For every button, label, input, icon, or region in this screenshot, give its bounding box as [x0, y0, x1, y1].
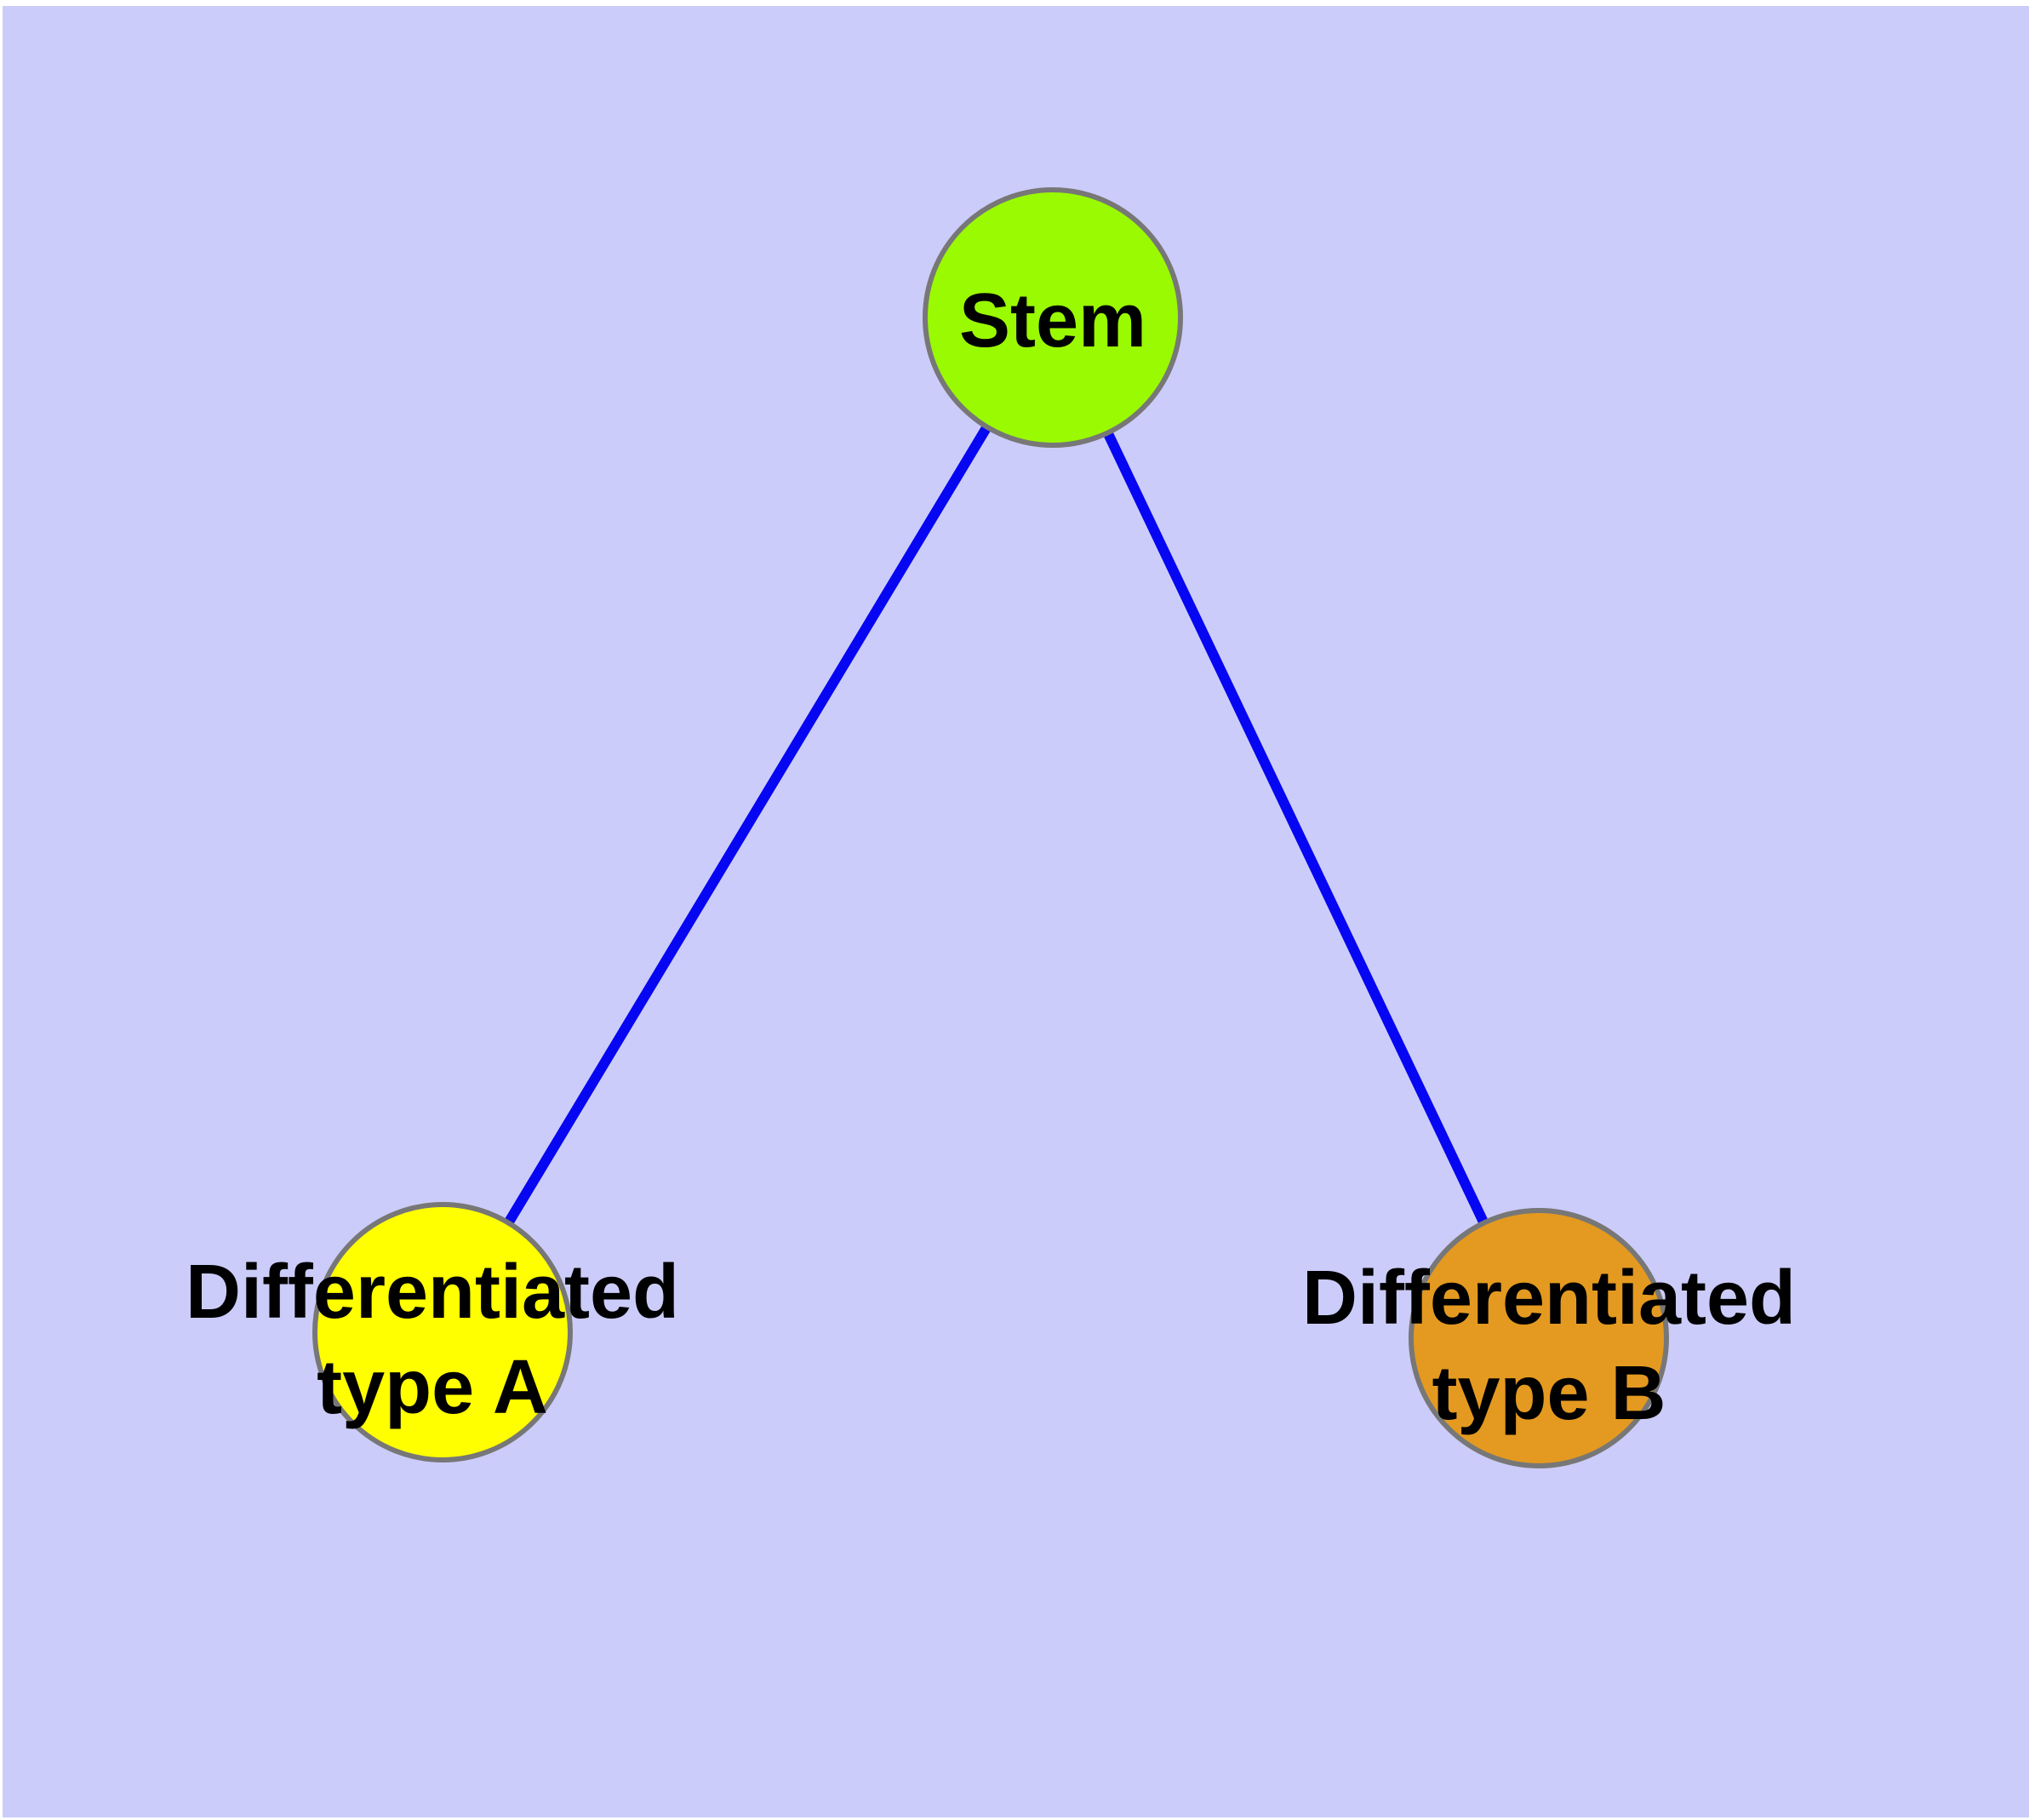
node-label-type-b-line1: Differentiated	[1302, 1256, 1796, 1341]
node-label-type-a-line1: Differentiated	[186, 1250, 679, 1335]
node-label-stem: Stem	[959, 278, 1146, 363]
node-label-type-a-line2: type A	[317, 1345, 548, 1430]
node-differentiated-type-b	[1409, 1208, 1669, 1468]
node-label-type-b-line2: type B	[1432, 1351, 1666, 1436]
node-stem	[923, 187, 1183, 448]
edge-stem-to-type-a	[437, 312, 1058, 1337]
node-differentiated-type-a	[312, 1202, 573, 1462]
edge-stem-to-type-b	[1048, 312, 1544, 1343]
